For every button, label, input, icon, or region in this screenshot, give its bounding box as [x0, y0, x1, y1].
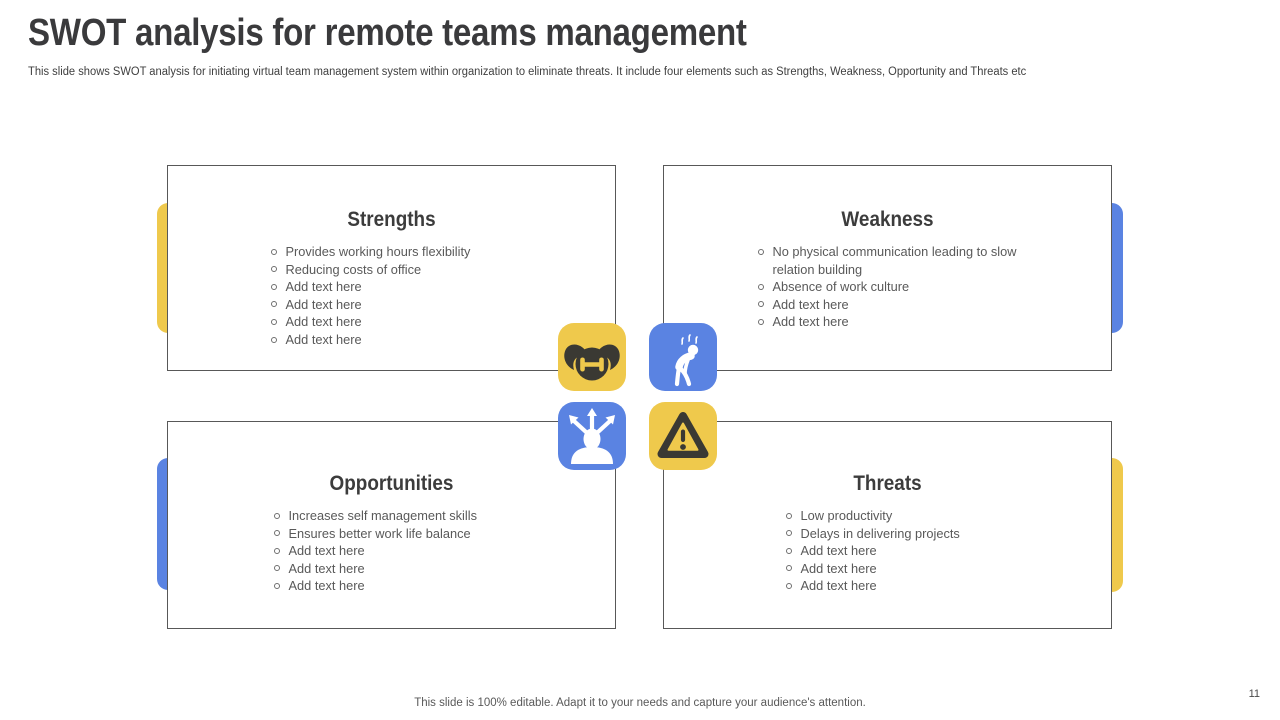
muscle-dumbbell-glyph	[564, 344, 620, 381]
circle-bullet-icon	[757, 318, 764, 325]
list-item: Add text here	[757, 296, 1018, 314]
list-item: Low productivity	[785, 507, 990, 525]
bullet-list: Low productivity Delays in delivering pr…	[785, 507, 990, 595]
list-item-text: Add text here	[288, 578, 365, 594]
list-item: No physical communication leading to slo…	[757, 243, 1018, 278]
list-item: Reducing costs of office	[270, 261, 513, 279]
list-item-text: Provides working hours flexibility	[285, 244, 471, 259]
quadrant-opportunities: Opportunities Increases self management …	[167, 421, 616, 629]
circle-bullet-icon	[785, 547, 792, 554]
bullet-list: Provides working hours flexibility Reduc…	[270, 243, 513, 349]
list-item-text: Add text here	[772, 296, 849, 312]
page-title: SWOT analysis for remote teams managemen…	[28, 12, 747, 54]
circle-bullet-icon	[785, 565, 792, 572]
list-item-text: Add text here	[285, 314, 362, 330]
circle-bullet-icon	[785, 582, 792, 589]
list-item: Add text here	[273, 560, 510, 578]
tired-person-glyph	[674, 334, 699, 387]
list-item-text: Add text here	[800, 543, 877, 559]
quadrant-title: Threats	[853, 472, 922, 495]
person-arrows-glyph	[569, 408, 615, 464]
list-item-text: Reducing costs of office	[285, 261, 422, 277]
list-item-text: Add text here	[772, 314, 849, 330]
circle-bullet-icon	[757, 301, 764, 308]
list-item: Delays in delivering projects	[785, 525, 990, 543]
list-item-text: Add text here	[285, 296, 362, 312]
list-item: Add text here	[270, 296, 513, 314]
list-item-text: Add text here	[800, 578, 877, 594]
quadrant-threats: Threats Low productivity Delays in deliv…	[663, 421, 1112, 629]
list-item-text: Add text here	[800, 560, 877, 576]
list-item: Add text here	[270, 278, 513, 296]
warning-triangle-icon	[649, 402, 717, 470]
person-arrows-icon	[558, 402, 626, 470]
list-item-text: No physical communication leading to slo…	[772, 244, 1017, 277]
list-item: Add text here	[785, 560, 990, 578]
list-item-text: Increases self management skills	[288, 508, 477, 523]
quadrant-title: Opportunities	[329, 472, 454, 495]
list-item-text: Delays in delivering projects	[800, 525, 960, 541]
quadrant-title: Strengths	[347, 208, 436, 231]
quadrant-weakness: Weakness No physical communication leadi…	[663, 165, 1112, 371]
circle-bullet-icon	[273, 547, 280, 554]
quadrant-strengths: Strengths Provides working hours flexibi…	[167, 165, 616, 371]
list-item-text: Add text here	[288, 560, 365, 576]
circle-bullet-icon	[785, 530, 792, 537]
circle-bullet-icon	[270, 301, 277, 308]
list-item-text: Ensures better work life balance	[288, 525, 471, 541]
list-item: Add text here	[270, 313, 513, 331]
list-item-text: Add text here	[285, 331, 362, 347]
circle-bullet-icon	[270, 266, 277, 273]
list-item: Add text here	[270, 331, 513, 349]
list-item-text: Low productivity	[800, 508, 893, 523]
list-item: Absence of work culture	[757, 278, 1018, 296]
list-item: Add text here	[273, 542, 510, 560]
list-item-text: Add text here	[288, 543, 365, 559]
list-item-text: Add text here	[285, 279, 362, 295]
bullet-list: No physical communication leading to slo…	[757, 243, 1018, 331]
circle-bullet-icon	[273, 512, 280, 519]
circle-bullet-icon	[270, 283, 277, 290]
muscle-dumbbell-icon	[558, 323, 626, 391]
circle-bullet-icon	[785, 512, 792, 519]
list-item: Increases self management skills	[273, 507, 510, 525]
page-number: 11	[1248, 688, 1260, 700]
list-item: Add text here	[273, 577, 510, 595]
circle-bullet-icon	[273, 582, 280, 589]
circle-bullet-icon	[273, 565, 280, 572]
circle-bullet-icon	[270, 318, 277, 325]
list-item: Ensures better work life balance	[273, 525, 510, 543]
list-item: Add text here	[757, 313, 1018, 331]
quadrant-title: Weakness	[841, 208, 934, 231]
footer-note: This slide is 100% editable. Adapt it to…	[414, 697, 866, 709]
warning-triangle-glyph	[657, 412, 709, 458]
slide-subtitle: This slide shows SWOT analysis for initi…	[28, 66, 1027, 78]
tired-person-icon	[649, 323, 717, 391]
list-item: Add text here	[785, 542, 990, 560]
list-item: Add text here	[785, 577, 990, 595]
circle-bullet-icon	[273, 530, 280, 537]
circle-bullet-icon	[757, 248, 764, 255]
list-item-text: Absence of work culture	[772, 279, 910, 295]
bullet-list: Increases self management skills Ensures…	[273, 507, 510, 595]
list-item: Provides working hours flexibility	[270, 243, 513, 261]
circle-bullet-icon	[757, 283, 764, 290]
circle-bullet-icon	[270, 248, 277, 255]
circle-bullet-icon	[270, 336, 277, 343]
